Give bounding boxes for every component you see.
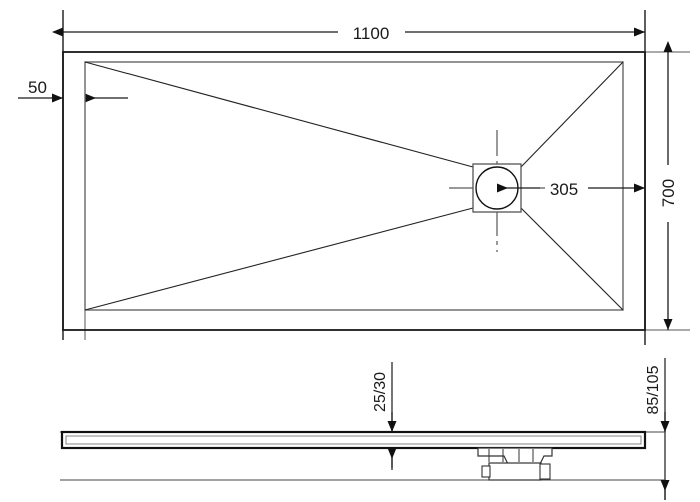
section-view-group: 25/30 85/105 (60, 358, 670, 500)
dim-label-700: 700 (659, 179, 678, 207)
plan-extension-lines-thin (84, 51, 690, 340)
dimension-drain-305: 305 (497, 180, 645, 199)
slope-line-bottom-left (84, 207, 474, 311)
dim-label-305: 305 (550, 180, 578, 199)
waste-trap-assembly (477, 447, 553, 481)
slope-line-top-right (520, 61, 624, 168)
dim-label-25-30: 25/30 (372, 372, 389, 412)
dimension-total-85-105: 85/105 (645, 365, 670, 500)
plan-extension-lines (62, 10, 646, 345)
dimension-width-1100: 1100 (52, 24, 645, 43)
slope-line-bottom-right (520, 207, 624, 311)
slope-fold-lines (84, 61, 624, 311)
tray-slab-inner-line (65, 435, 642, 445)
dim-label-85-105: 85/105 (645, 365, 662, 414)
dim-label-1100: 1100 (353, 24, 390, 43)
dimension-height-700: 700 (659, 41, 678, 330)
plan-view-group: 1100 50 700 (18, 10, 690, 345)
dimension-thickness-25-30: 25/30 (372, 372, 397, 468)
waste-body (488, 462, 542, 481)
tray-outer-outline (62, 51, 646, 331)
slope-line-top-left (84, 61, 474, 168)
dim-label-50: 50 (28, 78, 47, 97)
waste-outlet-spigot (539, 463, 551, 480)
tray-inner-basin-outline (84, 61, 624, 311)
dimension-offset-50: 50 (18, 78, 128, 103)
waste-inlet-spigot (481, 465, 491, 478)
